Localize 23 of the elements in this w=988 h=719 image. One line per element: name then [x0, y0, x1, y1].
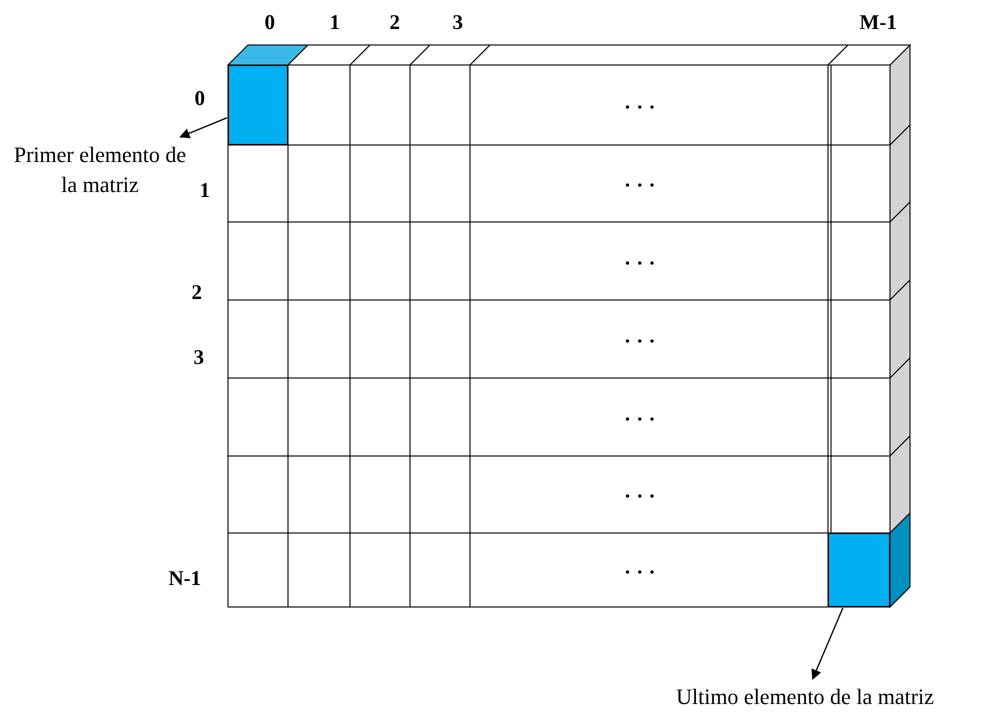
- ellipsis: · · ·: [624, 173, 656, 198]
- annotation-text: Primer elemento de la matriz: [5, 140, 195, 200]
- highlighted-cell: [828, 533, 890, 607]
- row-index: 2: [192, 280, 202, 304]
- arrow: [812, 608, 844, 680]
- row-index: N-1: [168, 566, 202, 590]
- ellipsis: · · ·: [624, 250, 656, 276]
- row-index: 3: [194, 344, 204, 370]
- ellipsis: · · ·: [624, 406, 656, 432]
- ellipsis: · · ·: [624, 328, 656, 354]
- ellipsis: · · ·: [624, 560, 656, 584]
- annotation-text: Ultimo elemento de la matriz: [630, 682, 980, 712]
- ellipsis: · · ·: [624, 484, 656, 509]
- column-index: M-1: [860, 10, 897, 34]
- column-index: 0: [264, 10, 275, 34]
- highlighted-cell: [228, 65, 288, 145]
- row-index: 1: [200, 178, 210, 202]
- column-index: 3: [452, 10, 463, 34]
- row-index: 0: [194, 86, 205, 110]
- ellipsis: · · ·: [624, 94, 656, 120]
- column-index: 2: [390, 10, 400, 34]
- arrow: [179, 117, 228, 138]
- column-index: 1: [330, 10, 340, 34]
